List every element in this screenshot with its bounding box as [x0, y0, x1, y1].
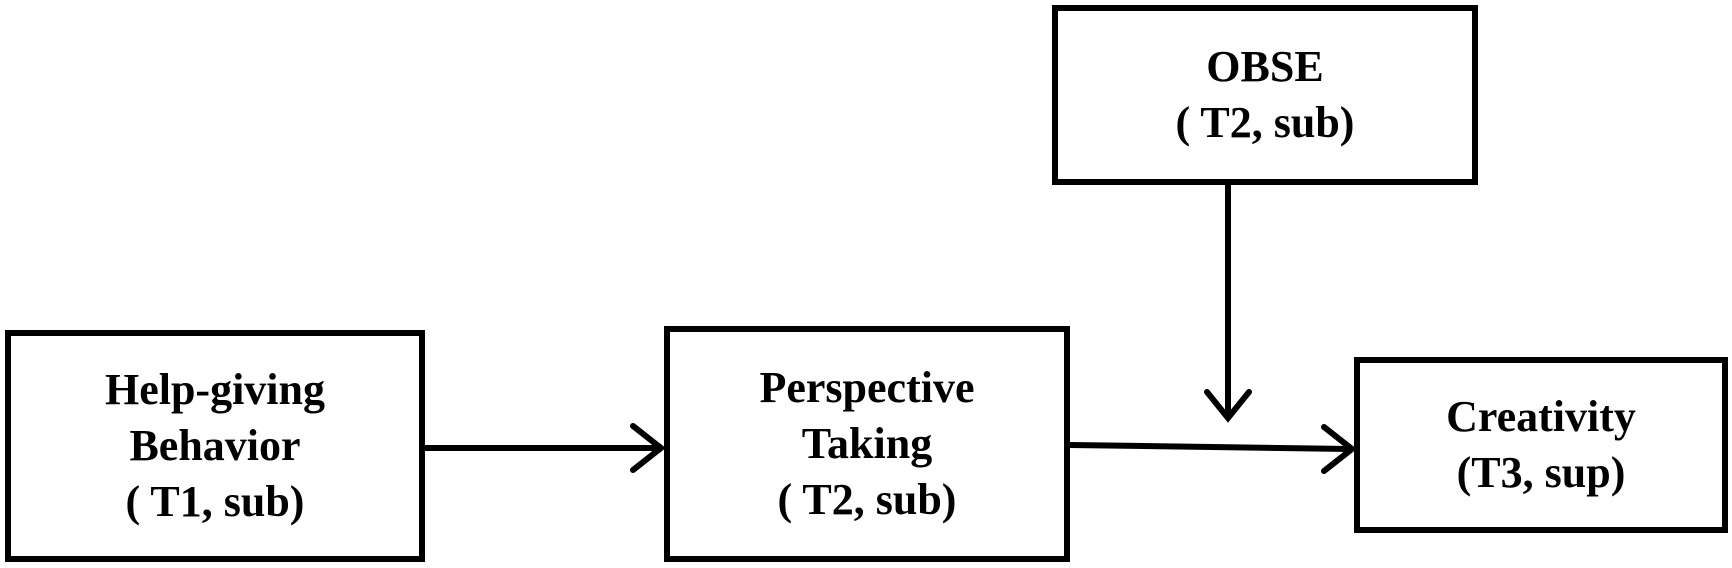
node-help-line-1: Help-giving [104, 365, 326, 414]
node-creativity: Creativity (T3, sup) [1354, 357, 1728, 533]
node-help-line-3: ( T1, sub) [125, 477, 305, 526]
node-creativity-line-1: Creativity [1446, 392, 1636, 441]
node-help-line-2: Behavior [129, 421, 301, 470]
node-perspective-taking: Perspective Taking ( T2, sub) [664, 326, 1070, 562]
node-help-giving-behavior: Help-giving Behavior ( T1, sub) [5, 330, 425, 562]
node-perspective-line-2: Taking [801, 419, 933, 468]
node-creativity-line-2: (T3, sup) [1456, 448, 1626, 497]
node-perspective-line-1: Perspective [759, 363, 975, 412]
node-perspective-line-3: ( T2, sub) [777, 475, 957, 524]
edge-help-to-perspective [425, 423, 666, 473]
edge-perspective-to-creativity [1069, 424, 1357, 474]
node-obse-line-2: ( T2, sub) [1175, 98, 1355, 147]
node-obse: OBSE ( T2, sub) [1052, 5, 1478, 185]
node-obse-line-1: OBSE [1206, 42, 1324, 91]
edge-obse-moderation [1204, 185, 1252, 423]
